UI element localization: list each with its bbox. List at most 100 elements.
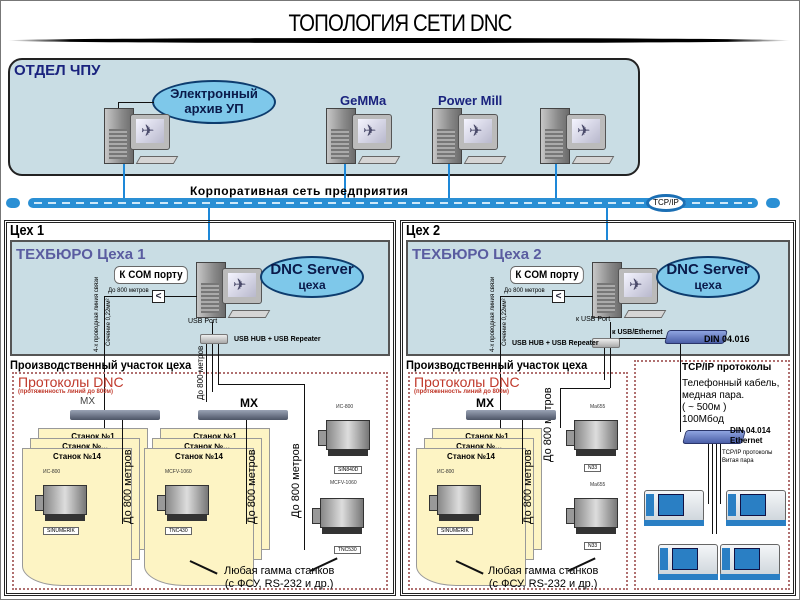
cable-note-line-1: Телефонный кабель, bbox=[682, 378, 780, 389]
diagram-title: ТОПОЛОГИЯ СЕТИ DNC bbox=[288, 10, 512, 37]
usb-hub-2-label: USB HUB + USB Repeater bbox=[512, 340, 599, 347]
shop-1-title: Цех 1 bbox=[10, 222, 45, 239]
shop-2-title: Цех 2 bbox=[406, 222, 441, 239]
card-title: Станок №14 bbox=[175, 452, 223, 461]
standalone-machine-1-tag: SIN840D bbox=[334, 466, 363, 474]
link-bus-shop1 bbox=[208, 208, 210, 264]
usb-ethernet-line-v bbox=[610, 322, 611, 338]
com-line-1a bbox=[104, 296, 152, 297]
range-note-1: Любая гамма станков (с ФСУ, RS-232 и др.… bbox=[224, 565, 334, 591]
pc-powermill-icon bbox=[432, 108, 510, 174]
com-line-2-vertical bbox=[500, 296, 501, 466]
link-bus-shop2 bbox=[606, 208, 608, 264]
com-line-1-vertical bbox=[104, 296, 105, 466]
mx-label-1b: MX bbox=[240, 396, 258, 410]
mx-label-1a: MX bbox=[80, 396, 95, 407]
cable-label-2: 4-х проводная линия связи bbox=[490, 276, 496, 352]
production-area-1-title: Производственный участок цеха bbox=[10, 358, 192, 372]
link-powermill-bus bbox=[448, 164, 450, 198]
machine-card-2-3: Станок №14 MCFV-1060 TNC430 bbox=[144, 448, 254, 586]
hub2-line-b-v bbox=[560, 388, 561, 428]
twisted-pair-line-2: Витая пара bbox=[722, 457, 754, 464]
software-powermill-label: Power Mill bbox=[438, 93, 503, 108]
machine-model: MCFV-1060 bbox=[165, 469, 192, 475]
machine-tag: SINUMERIK bbox=[437, 527, 473, 535]
card-title: Станок №14 bbox=[53, 452, 101, 461]
cable-note: Телефонный кабель, медная пара. ( ~ 500м… bbox=[682, 378, 779, 426]
cable-note-line-3: ( ~ 500м ) bbox=[682, 402, 727, 413]
cable-label-1: 4-х проводная линия связи bbox=[94, 276, 100, 352]
usb-hub-1-icon bbox=[200, 334, 228, 344]
stack1-line bbox=[122, 420, 123, 524]
distance-label-stack3: До 800 метров bbox=[522, 449, 534, 524]
bus-end-left bbox=[6, 198, 20, 208]
distance-label-hub1: До 800 метров bbox=[196, 345, 205, 400]
din-04014-label: DIN 04.014 Ethernet bbox=[730, 426, 770, 445]
protocols-1-title: Протоколы DNC bbox=[18, 374, 124, 390]
range-note-2-line-1: Любая гамма станков bbox=[488, 565, 599, 577]
standalone-machine-2-name: MCFV-1060 bbox=[330, 480, 357, 486]
hub1-line-c bbox=[218, 344, 219, 384]
cnc-department-title: ОТДЕЛ ЧПУ bbox=[14, 62, 101, 79]
ethernet-machine-4-icon bbox=[716, 538, 786, 582]
card-title: Станок №... bbox=[62, 442, 108, 451]
production-area-1 bbox=[12, 372, 388, 590]
distance-label-standalone-1: До 800 метров bbox=[290, 443, 302, 518]
dnc-server-1-bubble: DNC Server цеха bbox=[260, 256, 364, 298]
dnc-server-2-subtitle: цеха bbox=[694, 277, 722, 292]
link-workstation-bus bbox=[555, 164, 557, 198]
cable-note-line-4: 100Мбод bbox=[682, 414, 724, 425]
com-line-2b bbox=[565, 296, 593, 297]
converter-2-icon: < bbox=[552, 290, 565, 303]
dnc-server-1-subtitle: цеха bbox=[298, 277, 326, 292]
hub1-line-c-v bbox=[304, 384, 305, 550]
shop-2-panel bbox=[400, 220, 796, 596]
com-port-callout-1: К COM порту bbox=[114, 266, 188, 284]
bureau-1-title: ТЕХБЮРО Цеха 1 bbox=[16, 246, 146, 263]
tcpip-area-title: TCP/IP протоколы bbox=[682, 362, 772, 373]
standalone-machine-3-icon bbox=[566, 412, 624, 458]
machine-card-3-3: Станок №14 ИС-800 SINUMERIK bbox=[416, 448, 526, 586]
range-note-1-line-2: (с ФСУ, RS-232 и др.) bbox=[224, 578, 334, 591]
cnc-machine-icon bbox=[157, 477, 215, 523]
com-line-2a bbox=[500, 296, 552, 297]
machine-card-1-3: Станок №14 ИС-800 SINUMERIK bbox=[22, 448, 132, 586]
pc-gemma-icon bbox=[326, 108, 404, 174]
archive-bubble: Электронный архив УП bbox=[152, 80, 276, 124]
standalone-machine-2-icon bbox=[312, 490, 370, 536]
archive-arrow-stem bbox=[118, 102, 119, 110]
card-title: Станок №... bbox=[184, 442, 230, 451]
link-gemma-bus bbox=[344, 164, 346, 198]
cnc-machine-icon bbox=[35, 477, 93, 523]
distance-label-hub2: До 800 метров bbox=[542, 387, 554, 462]
card-title: Станок №1 bbox=[465, 432, 509, 441]
mx-label-2: MX bbox=[476, 396, 494, 410]
usb-ethernet-line-h bbox=[610, 338, 666, 339]
usb-hub-1-label: USB HUB + USB Repeater bbox=[234, 336, 321, 343]
cable-section-1: Сечение 0,22мм² bbox=[106, 298, 112, 346]
bus-end-right bbox=[766, 198, 780, 208]
mx-switch-1a-icon bbox=[70, 410, 160, 420]
com-port-callout-2: К COM порту bbox=[510, 266, 584, 284]
eth-line-3 bbox=[716, 444, 717, 534]
hub1-line-a bbox=[206, 344, 207, 402]
archive-bubble-line-1: Электронный bbox=[170, 86, 258, 102]
distance-label-stack1: До 800 метров bbox=[122, 449, 134, 524]
bureau-2-title: ТЕХБЮРО Цеха 2 bbox=[412, 246, 542, 263]
hub1-line-b bbox=[212, 344, 213, 392]
usb-port-label-1: USB Port bbox=[188, 318, 218, 325]
standalone-machine-2-tag: TNC530 bbox=[334, 546, 361, 554]
machine-model: ИС-800 bbox=[43, 469, 61, 475]
dnc-server-1-pc-icon bbox=[196, 262, 274, 328]
archive-bubble-line-2: архив УП bbox=[184, 101, 244, 116]
machine-model: ИС-800 bbox=[437, 469, 455, 475]
hub1-line-c-h bbox=[218, 384, 304, 385]
protocols-2-title: Протоколы DNC bbox=[414, 374, 520, 390]
short-distance-label-2: До 800 метров bbox=[504, 288, 545, 294]
machine-tag: SINUMERIK bbox=[43, 527, 79, 535]
standalone-machine-4-icon bbox=[566, 490, 624, 536]
standalone-machine-3-name: Ma655 bbox=[590, 404, 606, 410]
standalone-machine-1-icon bbox=[318, 412, 376, 458]
corporate-network-bus bbox=[6, 196, 796, 210]
tcpip-badge: TCP/IP bbox=[646, 194, 686, 212]
